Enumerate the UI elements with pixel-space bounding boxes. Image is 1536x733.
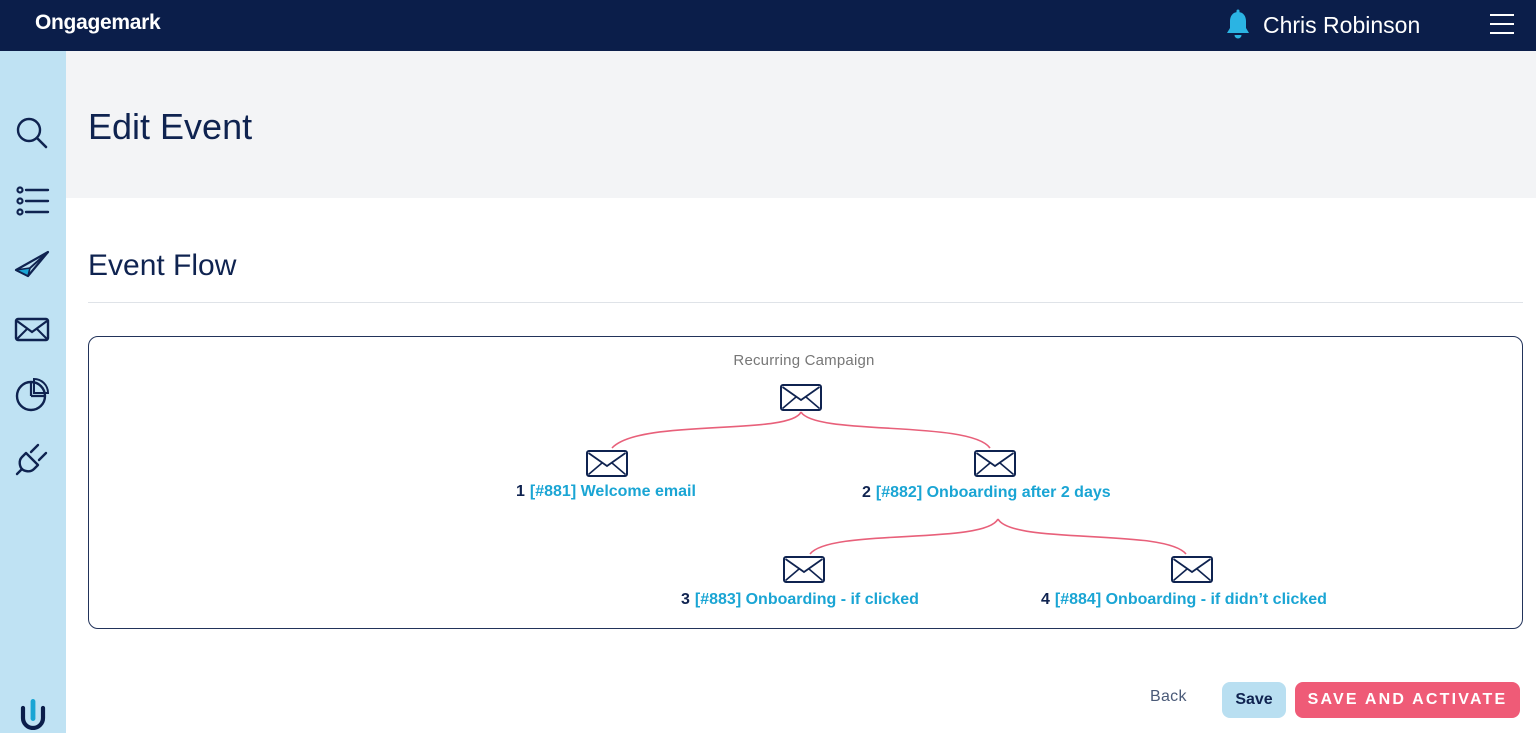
node-4-envelope-icon[interactable] [1171, 556, 1213, 583]
node-2-envelope-icon[interactable] [974, 450, 1016, 477]
page-title: Edit Event [88, 106, 253, 147]
mail-icon[interactable] [14, 311, 50, 347]
save-and-activate-button[interactable]: SAVE AND ACTIVATE [1295, 682, 1520, 718]
node-1-envelope-icon[interactable] [586, 450, 628, 477]
node-link[interactable]: [#884] Onboarding - if didn’t clicked [1054, 591, 1327, 608]
back-button[interactable]: Back [1150, 688, 1187, 705]
node-number: 2 [862, 484, 871, 501]
sidebar [0, 51, 66, 733]
flow-node-3: 3[#883] Onboarding - if clicked [681, 591, 919, 609]
node-number: 1 [516, 483, 525, 500]
flow-node-1: 1[#881] Welcome email [516, 483, 696, 501]
flow-node-4: 4[#884] Onboarding - if didn’t clicked [1041, 591, 1327, 609]
node-3-envelope-icon[interactable] [783, 556, 825, 583]
node-number: 4 [1041, 591, 1050, 608]
search-icon[interactable] [14, 114, 50, 150]
top-bar: Ongagemark Chris Robinson [0, 0, 1536, 51]
node-link[interactable]: [#881] Welcome email [529, 483, 696, 500]
node-link[interactable]: [#882] Onboarding after 2 days [875, 484, 1111, 501]
flow-node-2: 2[#882] Onboarding after 2 days [862, 484, 1111, 502]
node-number: 3 [681, 591, 690, 608]
plug-icon[interactable] [14, 441, 50, 477]
user-name[interactable]: Chris Robinson [1263, 12, 1421, 38]
section-divider [88, 302, 1523, 303]
bell-icon[interactable] [1225, 9, 1251, 41]
pie-chart-icon[interactable] [14, 377, 50, 413]
root-campaign-label: Recurring Campaign [733, 352, 875, 369]
section-title: Event Flow [88, 249, 237, 282]
ongage-logo-icon [20, 699, 46, 730]
hamburger-menu-icon[interactable] [1490, 14, 1514, 36]
connector-lines [611, 411, 1187, 555]
list-icon[interactable] [14, 183, 50, 219]
root-envelope-icon[interactable] [780, 384, 822, 411]
save-button[interactable]: Save [1222, 682, 1286, 718]
brand-logo[interactable]: Ongagemark [35, 11, 161, 34]
page-header [66, 51, 1536, 198]
paper-plane-icon[interactable] [14, 246, 50, 282]
node-link[interactable]: [#883] Onboarding - if clicked [694, 591, 919, 608]
